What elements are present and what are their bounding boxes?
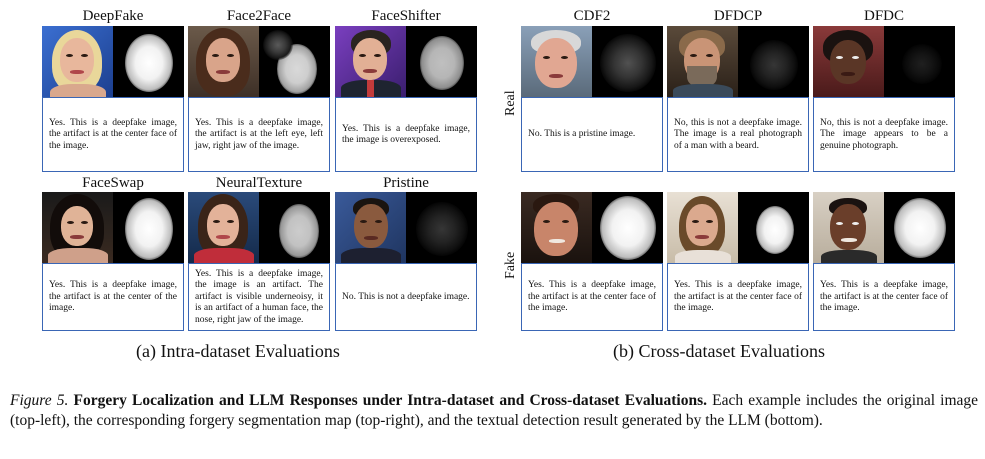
- title-faceshifter: FaceShifter: [371, 8, 441, 24]
- figure-caption-title: Forgery Localization and LLM Responses u…: [73, 392, 707, 409]
- subcaption-intra: (a) Intra-dataset Evaluations: [136, 341, 340, 361]
- face-image-dfdcp-fake: [667, 192, 738, 263]
- row-label-fake: Fake: [503, 251, 518, 279]
- llm-response-dfdc-real: No, this is not a deepfake image. The im…: [813, 97, 955, 172]
- face-image-dfdc-real: [813, 26, 884, 97]
- title-deepfake: DeepFake: [82, 8, 144, 24]
- segmentation-map-faceswap: [113, 192, 184, 263]
- segmentation-map-dfdcp-fake: [738, 192, 809, 263]
- figure-caption-body: Each example includes the original image…: [10, 392, 979, 429]
- face-image-faceshifter: [335, 26, 406, 97]
- segmentation-map-dfdc-fake: [884, 192, 955, 263]
- figure-caption: Figure 5. Forgery Localization and LLM R…: [10, 391, 978, 431]
- llm-response-face2face: Yes. This is a deepfake image, the artif…: [188, 97, 330, 172]
- llm-response-faceswap: Yes. This is a deepfake image, the artif…: [42, 263, 184, 331]
- card-dfdc-fake: Yes. This is a deepfake image, the artif…: [813, 192, 955, 331]
- llm-response-pristine: No. This is not a deepfake image.: [335, 263, 477, 331]
- card-deepfake: Yes. This is a deepfake image, the artif…: [42, 26, 184, 172]
- segmentation-map-dfdcp-real: [738, 26, 809, 97]
- figure-label: Figure 5.: [10, 392, 69, 409]
- title-face2face: Face2Face: [226, 8, 292, 24]
- card-face2face: Yes. This is a deepfake image, the artif…: [188, 26, 330, 172]
- segmentation-map-dfdc-real: [884, 26, 955, 97]
- llm-response-cdf2-fake: Yes. This is a deepfake image, the artif…: [521, 263, 663, 331]
- subcaption-cross: (b) Cross-dataset Evaluations: [613, 341, 825, 361]
- title-neuraltexture: NeuralTexture: [215, 175, 303, 191]
- llm-response-dfdc-fake: Yes. This is a deepfake image, the artif…: [813, 263, 955, 331]
- title-faceswap: FaceSwap: [82, 175, 144, 191]
- row-label-real: Real: [503, 90, 518, 116]
- card-cdf2-fake: Yes. This is a deepfake image, the artif…: [521, 192, 663, 331]
- face-image-cdf2-real: [521, 26, 592, 97]
- segmentation-map-faceshifter: [406, 26, 477, 97]
- segmentation-map-cdf2-real: [592, 26, 663, 97]
- segmentation-map-deepfake: [113, 26, 184, 97]
- llm-response-dfdcp-fake: Yes. This is a deepfake image, the artif…: [667, 263, 809, 331]
- llm-response-dfdcp-real: No, this is not a deepfake image. The im…: [667, 97, 809, 172]
- llm-response-neuraltexture: Yes. This is a deepfake image, the image…: [188, 263, 330, 331]
- llm-response-deepfake: Yes. This is a deepfake image, the artif…: [42, 97, 184, 172]
- card-dfdcp-real: No, this is not a deepfake image. The im…: [667, 26, 809, 172]
- title-cdf2: CDF2: [573, 8, 611, 24]
- title-pristine: Pristine: [383, 175, 429, 191]
- segmentation-map-face2face: [259, 26, 330, 97]
- segmentation-map-pristine: [406, 192, 477, 263]
- card-neuraltexture: Yes. This is a deepfake image, the image…: [188, 192, 330, 331]
- face-image-face2face: [188, 26, 259, 97]
- face-image-neuraltexture: [188, 192, 259, 263]
- card-dfdc-real: No, this is not a deepfake image. The im…: [813, 26, 955, 172]
- face-image-pristine: [335, 192, 406, 263]
- llm-response-faceshifter: Yes. This is a deepfake image, the image…: [335, 97, 477, 172]
- segmentation-map-neuraltexture: [259, 192, 330, 263]
- segmentation-map-cdf2-fake: [592, 192, 663, 263]
- llm-response-cdf2-real: No. This is a pristine image.: [521, 97, 663, 172]
- card-cdf2-real: No. This is a pristine image.: [521, 26, 663, 172]
- face-image-cdf2-fake: [521, 192, 592, 263]
- face-image-dfdcp-real: [667, 26, 738, 97]
- title-dfdc: DFDC: [863, 8, 904, 24]
- face-image-dfdc-fake: [813, 192, 884, 263]
- card-faceswap: Yes. This is a deepfake image, the artif…: [42, 192, 184, 331]
- face-image-faceswap: [42, 192, 113, 263]
- title-dfdcp: DFDCP: [713, 8, 763, 24]
- card-dfdcp-fake: Yes. This is a deepfake image, the artif…: [667, 192, 809, 331]
- card-faceshifter: Yes. This is a deepfake image, the image…: [335, 26, 477, 172]
- face-image-deepfake: [42, 26, 113, 97]
- card-pristine: No. This is not a deepfake image.: [335, 192, 477, 331]
